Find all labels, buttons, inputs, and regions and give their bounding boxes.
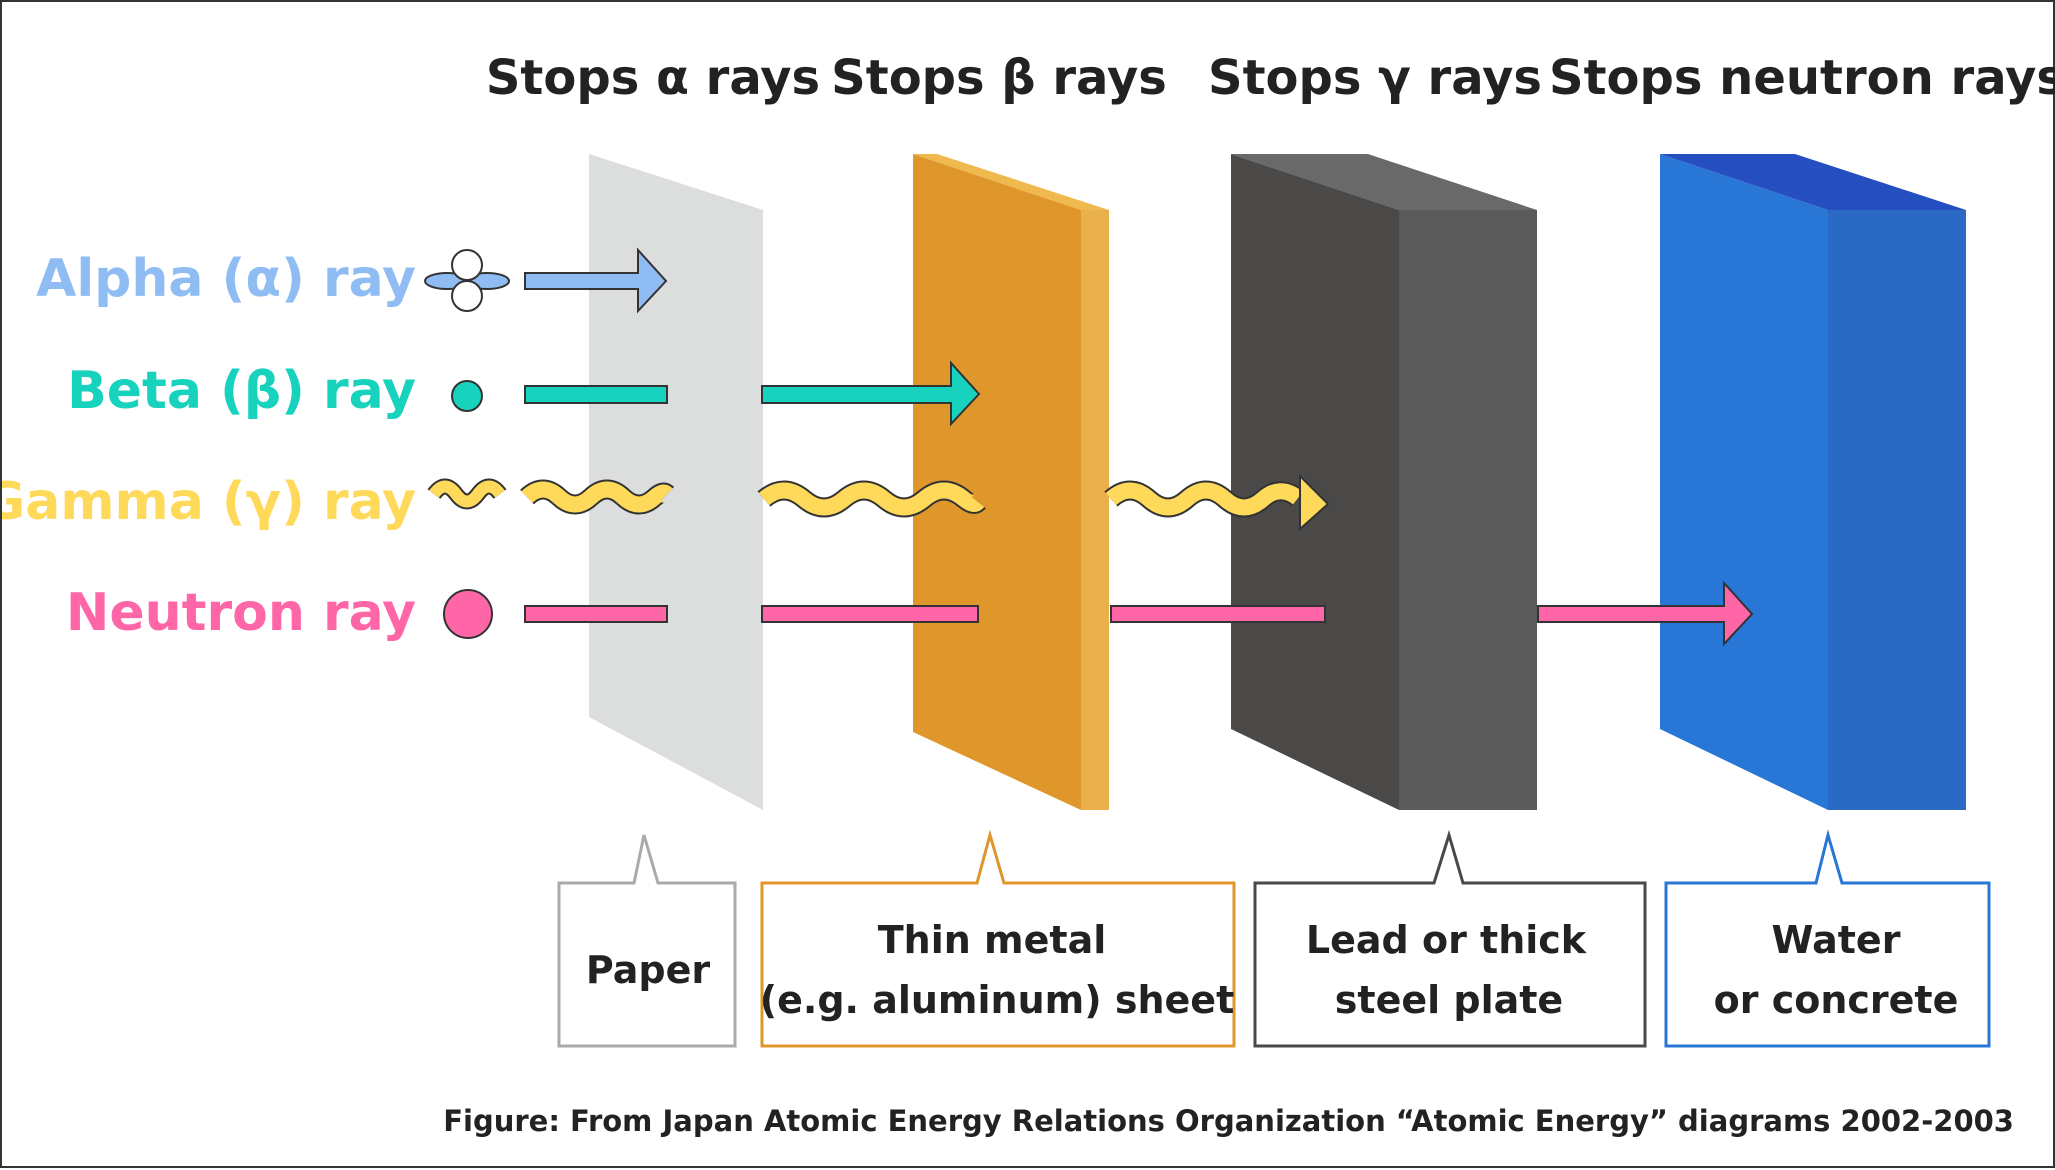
label-neutron-ray: Neutron ray [66, 583, 416, 643]
header-stops-gamma: Stops γ rays [1208, 50, 1542, 106]
gamma-ray-arrowhead [1299, 473, 1330, 532]
label-gamma-ray: Gamma (γ) ray [2, 472, 416, 532]
neutron-ray-arrow [1537, 580, 1754, 647]
material-water-line2: or concrete [1714, 978, 1959, 1022]
callout-metal: Thin metal (e.g. aluminum) sheet [760, 829, 1236, 1048]
material-paper: Paper [586, 948, 710, 992]
header-stops-beta: Stops β rays [831, 50, 1167, 106]
material-lead-line2: steel plate [1335, 978, 1563, 1022]
alpha-particle-icon [424, 249, 510, 312]
metal-sheet [913, 154, 1109, 810]
material-lead-line1: Lead or thick [1306, 918, 1587, 962]
gamma-ray-waves [520, 479, 1305, 518]
callout-lead: Lead or thick steel plate [1253, 829, 1647, 1048]
lead-block [1231, 154, 1537, 810]
neutron-ray-segment-1 [524, 605, 668, 623]
beta-particle-icon [451, 380, 483, 412]
label-alpha-ray: Alpha (α) ray [36, 249, 416, 309]
callout-paper: Paper [557, 834, 737, 1048]
figure-caption: Figure: From Japan Atomic Energy Relatio… [443, 1104, 2014, 1138]
header-stops-neutron: Stops neutron rays [1549, 50, 2055, 106]
material-metal-line2: (e.g. aluminum) sheet [760, 978, 1234, 1022]
water-block [1660, 154, 1966, 810]
material-metal-line1: Thin metal [878, 918, 1106, 962]
header-stops-alpha: Stops α rays [486, 50, 820, 106]
paper-sheet [589, 154, 763, 810]
neutron-ray-segment-3 [1110, 605, 1326, 623]
neutron-ray-segment-2 [761, 605, 979, 623]
gamma-wave-icon [429, 480, 505, 508]
alpha-ray-arrow [524, 247, 668, 314]
beta-ray-arrow [761, 360, 981, 427]
material-water-line1: Water [1772, 918, 1901, 962]
beta-ray-segment-1 [524, 385, 668, 404]
neutron-particle-icon [443, 589, 493, 639]
label-beta-ray: Beta (β) ray [67, 361, 416, 421]
callout-water: Water or concrete [1664, 829, 1991, 1048]
